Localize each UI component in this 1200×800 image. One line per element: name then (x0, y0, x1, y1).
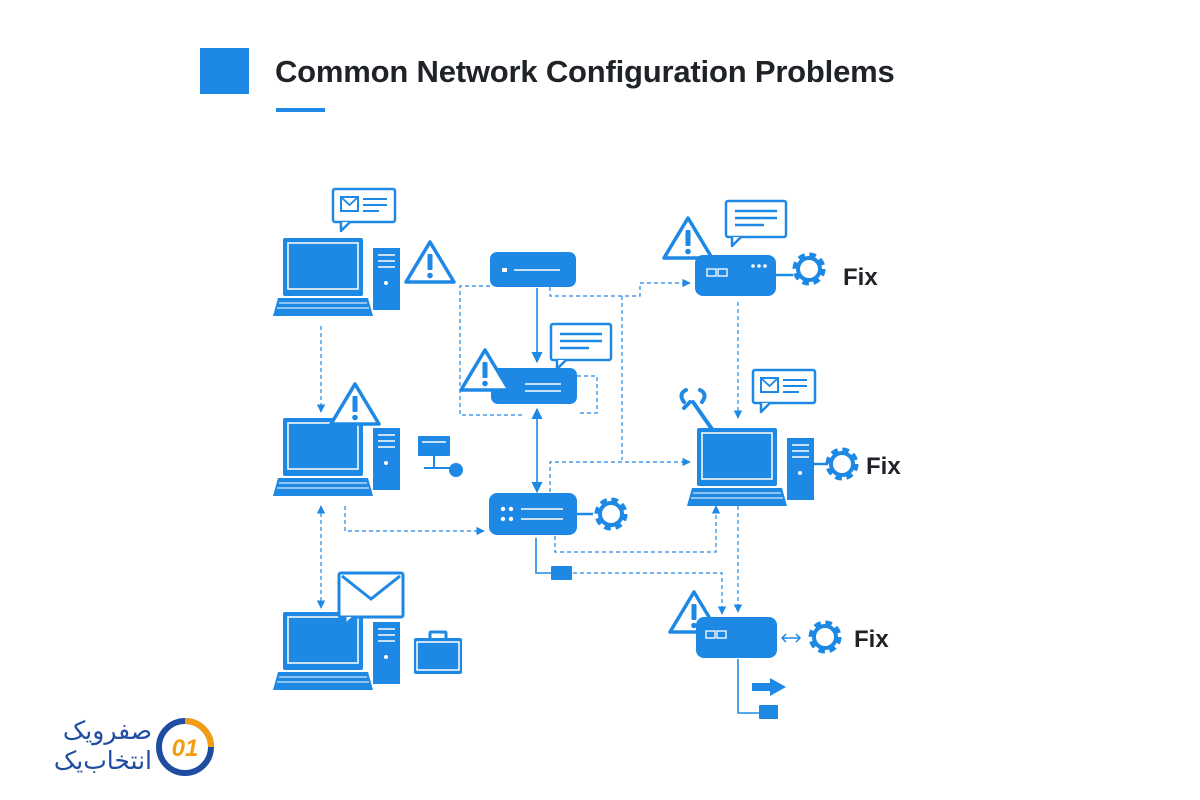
solid-links (531, 288, 760, 714)
fix-label-1: Fix (843, 264, 878, 291)
computer-2 (272, 417, 401, 497)
title-underline (276, 108, 325, 112)
page-title: Common Network Configuration Problems (275, 54, 895, 89)
computer-1 (272, 237, 401, 317)
logo-text-line2: انتخاب‌یک (53, 746, 152, 775)
gear-icon-3 (812, 624, 838, 650)
warning-icon-4 (662, 216, 714, 260)
small-device-box (551, 566, 572, 580)
gear-icon-1 (796, 256, 822, 282)
gear-icon-2 (829, 451, 855, 477)
gear-icon-switch (598, 501, 624, 527)
switch-main (489, 493, 593, 535)
router-1 (490, 252, 576, 287)
chat-mail-icon-2 (751, 368, 817, 414)
logo-text-line1: صفرویک (62, 716, 152, 745)
warning-icon-2 (329, 382, 381, 426)
chat-text-icon-1 (549, 322, 613, 371)
hub-1 (695, 255, 793, 296)
chat-text-icon-2 (724, 199, 788, 248)
fix-label-2: Fix (866, 453, 901, 480)
logo-mark-icon: 01 (156, 718, 214, 776)
computer-3 (272, 611, 401, 691)
briefcase-icon (414, 630, 462, 674)
tools-icon (679, 388, 716, 434)
chat-mail-icon-1 (331, 187, 397, 233)
logo-mark-text: 01 (172, 735, 199, 762)
small-device-box-2 (759, 705, 778, 719)
connection-lines (316, 278, 743, 615)
double-arrow-icon (780, 633, 802, 643)
title-accent-square (200, 48, 249, 94)
fix-label-3: Fix (854, 626, 889, 653)
warning-icon-1 (404, 240, 456, 284)
computer-4 (686, 427, 815, 507)
hub-2 (696, 617, 777, 658)
right-arrow-icon (752, 678, 786, 696)
envelope-icon (337, 571, 405, 627)
network-node-icon (418, 436, 463, 477)
router-2 (491, 368, 577, 404)
brand-logo: صفرویک انتخاب‌یک 01 (28, 714, 218, 782)
